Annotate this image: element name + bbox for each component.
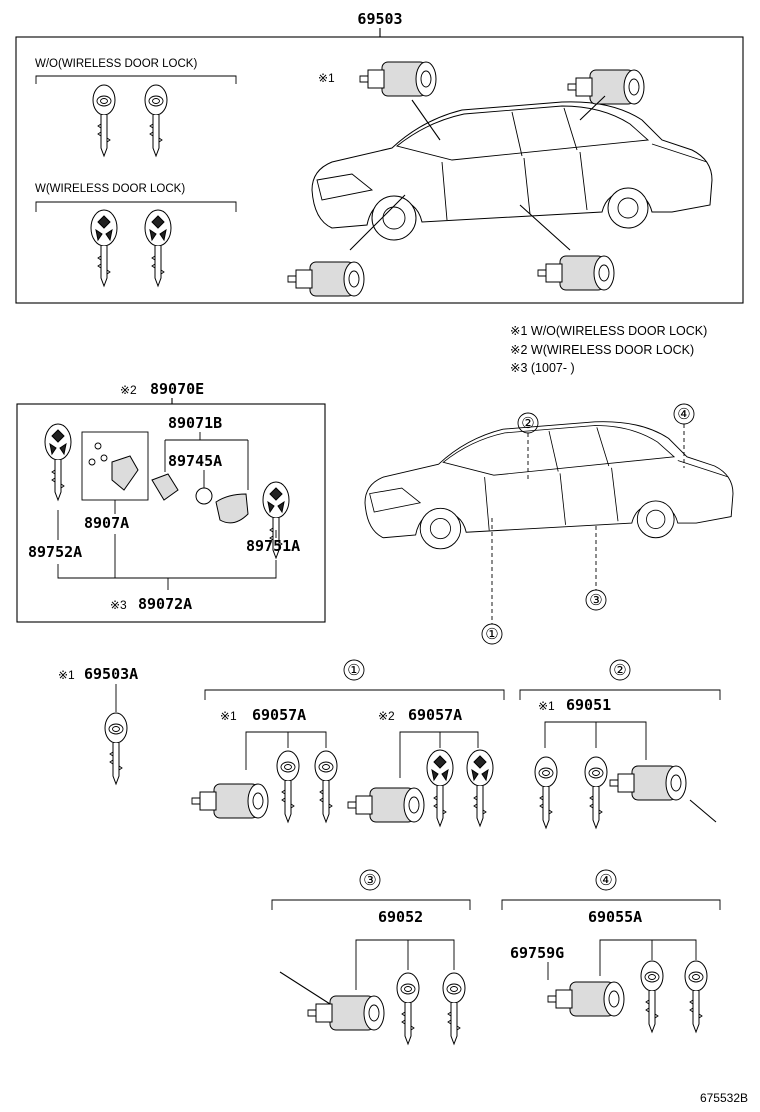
pad-set-number: 8907A [84, 514, 129, 532]
car-illustration [311, 101, 713, 241]
battery-cover-number: 89745A [168, 452, 222, 470]
note-1: ※1 W/O(WIRELESS DOOR LOCK) [510, 324, 707, 338]
key-icon [276, 750, 300, 823]
key-icon [92, 84, 116, 157]
key-icon [684, 960, 708, 1033]
lock-4-sub-number: 69759G [510, 944, 564, 962]
transmitter-sub-mark: ※3 [110, 598, 127, 612]
callout-2: ② [521, 415, 534, 432]
note-3: ※3 (1007- ) [510, 361, 575, 375]
ref-mark-1: ※1 [318, 71, 335, 85]
group-3-callout: ③ [363, 872, 376, 889]
lock-1-w-mark: ※2 [378, 709, 395, 723]
key-left-number: 89752A [28, 543, 82, 561]
door-cylinder-icon [287, 261, 365, 297]
lock-1-w-number: 69057A [408, 706, 462, 724]
trunk-cylinder-icon [567, 69, 645, 105]
smart-key-set-mark: ※2 [120, 383, 137, 397]
remote-key-icon [466, 749, 494, 827]
lock-3-number: 69052 [378, 908, 423, 926]
master-key-number: 69503A [84, 665, 138, 683]
key-icon [144, 84, 168, 157]
transmitter-case-icon [151, 473, 179, 501]
door-cylinder-icon [537, 255, 615, 291]
car-illustration-large [364, 421, 734, 550]
remote-key-icon [426, 749, 454, 827]
callout-4: ④ [677, 406, 690, 423]
w-wireless-label: W(WIRELESS DOOR LOCK) [35, 183, 185, 195]
door-cylinder-icon [191, 783, 269, 819]
wo-wireless-label: W/O(WIRELESS DOOR LOCK) [35, 58, 197, 70]
key-icon [534, 756, 558, 829]
illustration-code: 675532B [700, 1091, 748, 1105]
key-right-number: 89751A [246, 537, 300, 555]
remote-key-icon [90, 209, 118, 287]
lock-4-number: 69055A [588, 908, 642, 926]
cover-icon [215, 493, 249, 524]
door-cylinder-icon [347, 787, 425, 823]
key-icon [314, 750, 338, 823]
lock-2-mark: ※1 [538, 699, 555, 713]
master-key-icon [104, 712, 128, 785]
trunk-cylinder-icon [609, 765, 687, 801]
callout-1: ① [485, 626, 498, 643]
smart-key-set-number: 89070E [150, 380, 204, 398]
callout-3: ③ [589, 592, 602, 609]
transmitter-sub-number: 89072A [138, 595, 192, 613]
ignition-cylinder-icon [359, 61, 437, 97]
master-key-mark: ※1 [58, 668, 75, 682]
glovebox-cylinder-icon [547, 981, 625, 1017]
group-1-callout: ① [347, 662, 360, 679]
group-4-callout: ④ [599, 872, 612, 889]
key-icon [396, 972, 420, 1045]
key-icon [442, 972, 466, 1045]
remote-key-icon [44, 423, 72, 501]
lock-1-wo-number: 69057A [252, 706, 306, 724]
smart-key-set-box [16, 403, 326, 623]
note-2: ※2 W(WIRELESS DOOR LOCK) [510, 343, 694, 357]
lock-1-wo-mark: ※1 [220, 709, 237, 723]
battery-icon [195, 487, 213, 505]
remote-key-icon [144, 209, 172, 287]
main-assembly-number: 69503 [357, 10, 402, 28]
key-icon [584, 756, 608, 829]
transmitter-housing-number: 89071B [168, 414, 222, 432]
group-2-callout: ② [613, 662, 626, 679]
main-assembly-box [15, 36, 744, 304]
door-cylinder-icon [307, 995, 385, 1031]
lock-2-number: 69051 [566, 696, 611, 714]
key-icon [640, 960, 664, 1033]
